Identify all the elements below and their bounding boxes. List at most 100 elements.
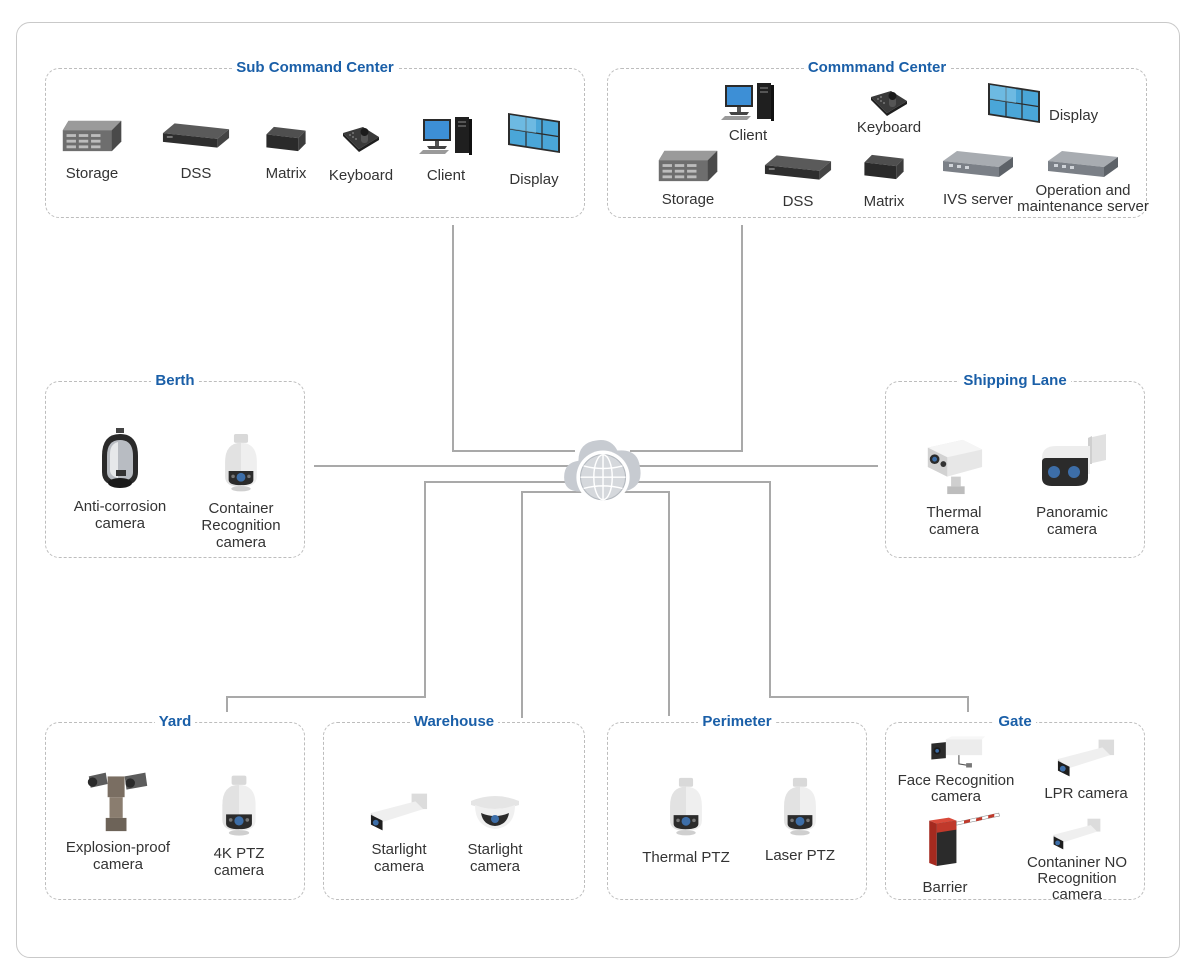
device-starlight-dome-camera: Starlight camera — [450, 791, 540, 875]
device-label: Contaniner NO Recognition camera — [1026, 854, 1128, 903]
link-perimeter — [618, 491, 670, 716]
display-icon — [506, 111, 562, 155]
link-yard — [226, 481, 580, 712]
device-anti-corrosion-camera: Anti-corrosion camera — [56, 428, 184, 532]
device-display: Display — [494, 111, 574, 188]
device-label: Face Recognition camera — [897, 772, 1015, 805]
device-face-recognition-camera: Face Recognition camera — [888, 735, 1024, 805]
group-title: Yard — [154, 713, 196, 730]
dome-camera-icon — [92, 428, 148, 494]
device-label: Explosion-proof camera — [65, 839, 171, 873]
group-title: Gate — [994, 713, 1036, 730]
device-lpr-camera: LPR camera — [1036, 737, 1136, 802]
device-label: DSS — [180, 165, 212, 182]
device-label: Storage — [661, 191, 715, 208]
device-explosion-proof-camera: Explosion-proof camera — [54, 767, 182, 873]
storage-icon — [655, 149, 721, 183]
device-label: Barrier — [922, 879, 968, 896]
matrix-icon — [862, 153, 906, 181]
device-label: Storage — [65, 165, 119, 182]
bullet-camera-icon — [1052, 817, 1102, 851]
device-panoramic-camera: Panoramic camera — [1022, 434, 1122, 538]
group-title: Perimeter — [698, 713, 776, 730]
device-label: Operation and maintenance server — [1017, 182, 1149, 215]
group-title: Shipping Lane — [959, 372, 1071, 389]
link-gate — [622, 481, 969, 712]
device-label: IVS server — [942, 191, 1014, 208]
storage-icon — [59, 119, 125, 153]
device-label: Keyboard — [328, 167, 394, 184]
device-label: Thermal PTZ — [642, 849, 730, 866]
device-dss: DSS — [156, 121, 236, 182]
device-starlight-bullet-camera: Starlight camera — [354, 791, 444, 875]
ptz-camera-icon — [663, 777, 709, 839]
cloud-network-icon — [560, 428, 644, 510]
bullet-camera-icon — [1056, 737, 1116, 779]
barrier-icon — [916, 807, 1012, 869]
device-4k-ptz-camera: 4K PTZ camera — [186, 775, 292, 879]
device-label: 4K PTZ camera — [213, 845, 265, 879]
device-thermal-camera: Thermal camera — [906, 434, 1002, 538]
group-warehouse: Warehouse Starlight camera Starlight cam… — [323, 713, 585, 900]
device-label: Client — [728, 127, 768, 144]
device-label: Display — [1049, 107, 1099, 124]
device-client: Client — [406, 115, 486, 184]
matrix-icon — [264, 125, 308, 153]
keyboard-icon — [341, 123, 381, 153]
group-yard: Yard Explosion-proof camera 4K PTZ camer… — [45, 713, 305, 900]
ptz-camera-icon — [777, 777, 823, 839]
device-dss: DSS — [758, 153, 838, 210]
client-icon — [419, 115, 473, 155]
server-icon — [1046, 149, 1120, 183]
device-label: Container Recognition camera — [201, 500, 281, 551]
dss-icon — [161, 121, 231, 151]
device-label: DSS — [782, 193, 814, 210]
device-operation-maintenance-server: Operation and maintenance server — [1008, 149, 1158, 215]
device-container-recognition-camera: Container Recognition camera — [186, 434, 296, 551]
device-container-no-recognition-camera: Contaniner NO Recognition camera — [1010, 817, 1144, 903]
device-label: Panoramic camera — [1036, 504, 1108, 538]
link-sub-command-center — [452, 225, 575, 452]
device-label: Client — [426, 167, 466, 184]
device-keyboard: Keyboard — [321, 123, 401, 184]
device-client: Client — [708, 81, 788, 144]
diagram-frame — [16, 22, 1180, 958]
device-label: Matrix — [863, 193, 905, 210]
group-perimeter: Perimeter Thermal PTZ Laser PTZ — [607, 713, 867, 900]
device-matrix: Matrix — [246, 125, 326, 182]
dss-icon — [763, 153, 833, 183]
thermal-camera-icon — [920, 434, 988, 496]
explosion-proof-camera-icon — [85, 767, 151, 833]
ptz-camera-icon — [215, 775, 263, 839]
client-icon — [721, 81, 775, 121]
device-label: Matrix — [265, 165, 307, 182]
device-label: Laser PTZ — [764, 847, 836, 864]
group-gate: Gate Face Recognition camera LPR camera … — [885, 713, 1145, 903]
device-label: Keyboard — [856, 119, 922, 136]
server-icon — [941, 149, 1015, 183]
link-command-center — [630, 225, 743, 452]
device-label: Anti-corrosion camera — [73, 498, 167, 532]
dome-camera-icon — [469, 791, 521, 833]
group-shipping-lane: Shipping Lane Thermal camera Panoramic c… — [885, 372, 1145, 558]
group-title: Commmand Center — [803, 59, 951, 76]
device-storage: Storage — [52, 119, 132, 182]
device-label: LPR camera — [1044, 785, 1128, 802]
box-camera-icon — [927, 735, 985, 771]
group-sub-command-center: Sub Command Center Storage DSS Matrix Ke… — [45, 59, 585, 218]
device-storage: Storage — [648, 149, 728, 208]
group-title: Berth — [151, 372, 199, 389]
device-label: Starlight camera — [371, 841, 427, 875]
device-matrix: Matrix — [844, 153, 924, 210]
ptz-camera-icon — [218, 434, 264, 494]
bullet-camera-icon — [369, 791, 429, 833]
device-label: Starlight camera — [467, 841, 523, 875]
device-ivs-server: IVS server — [928, 149, 1028, 208]
device-laser-ptz: Laser PTZ — [750, 777, 850, 864]
device-thermal-ptz: Thermal PTZ — [634, 777, 738, 866]
group-title: Warehouse — [409, 713, 499, 730]
keyboard-icon — [869, 87, 909, 117]
device-label: Thermal camera — [926, 504, 982, 538]
link-warehouse — [521, 491, 585, 718]
